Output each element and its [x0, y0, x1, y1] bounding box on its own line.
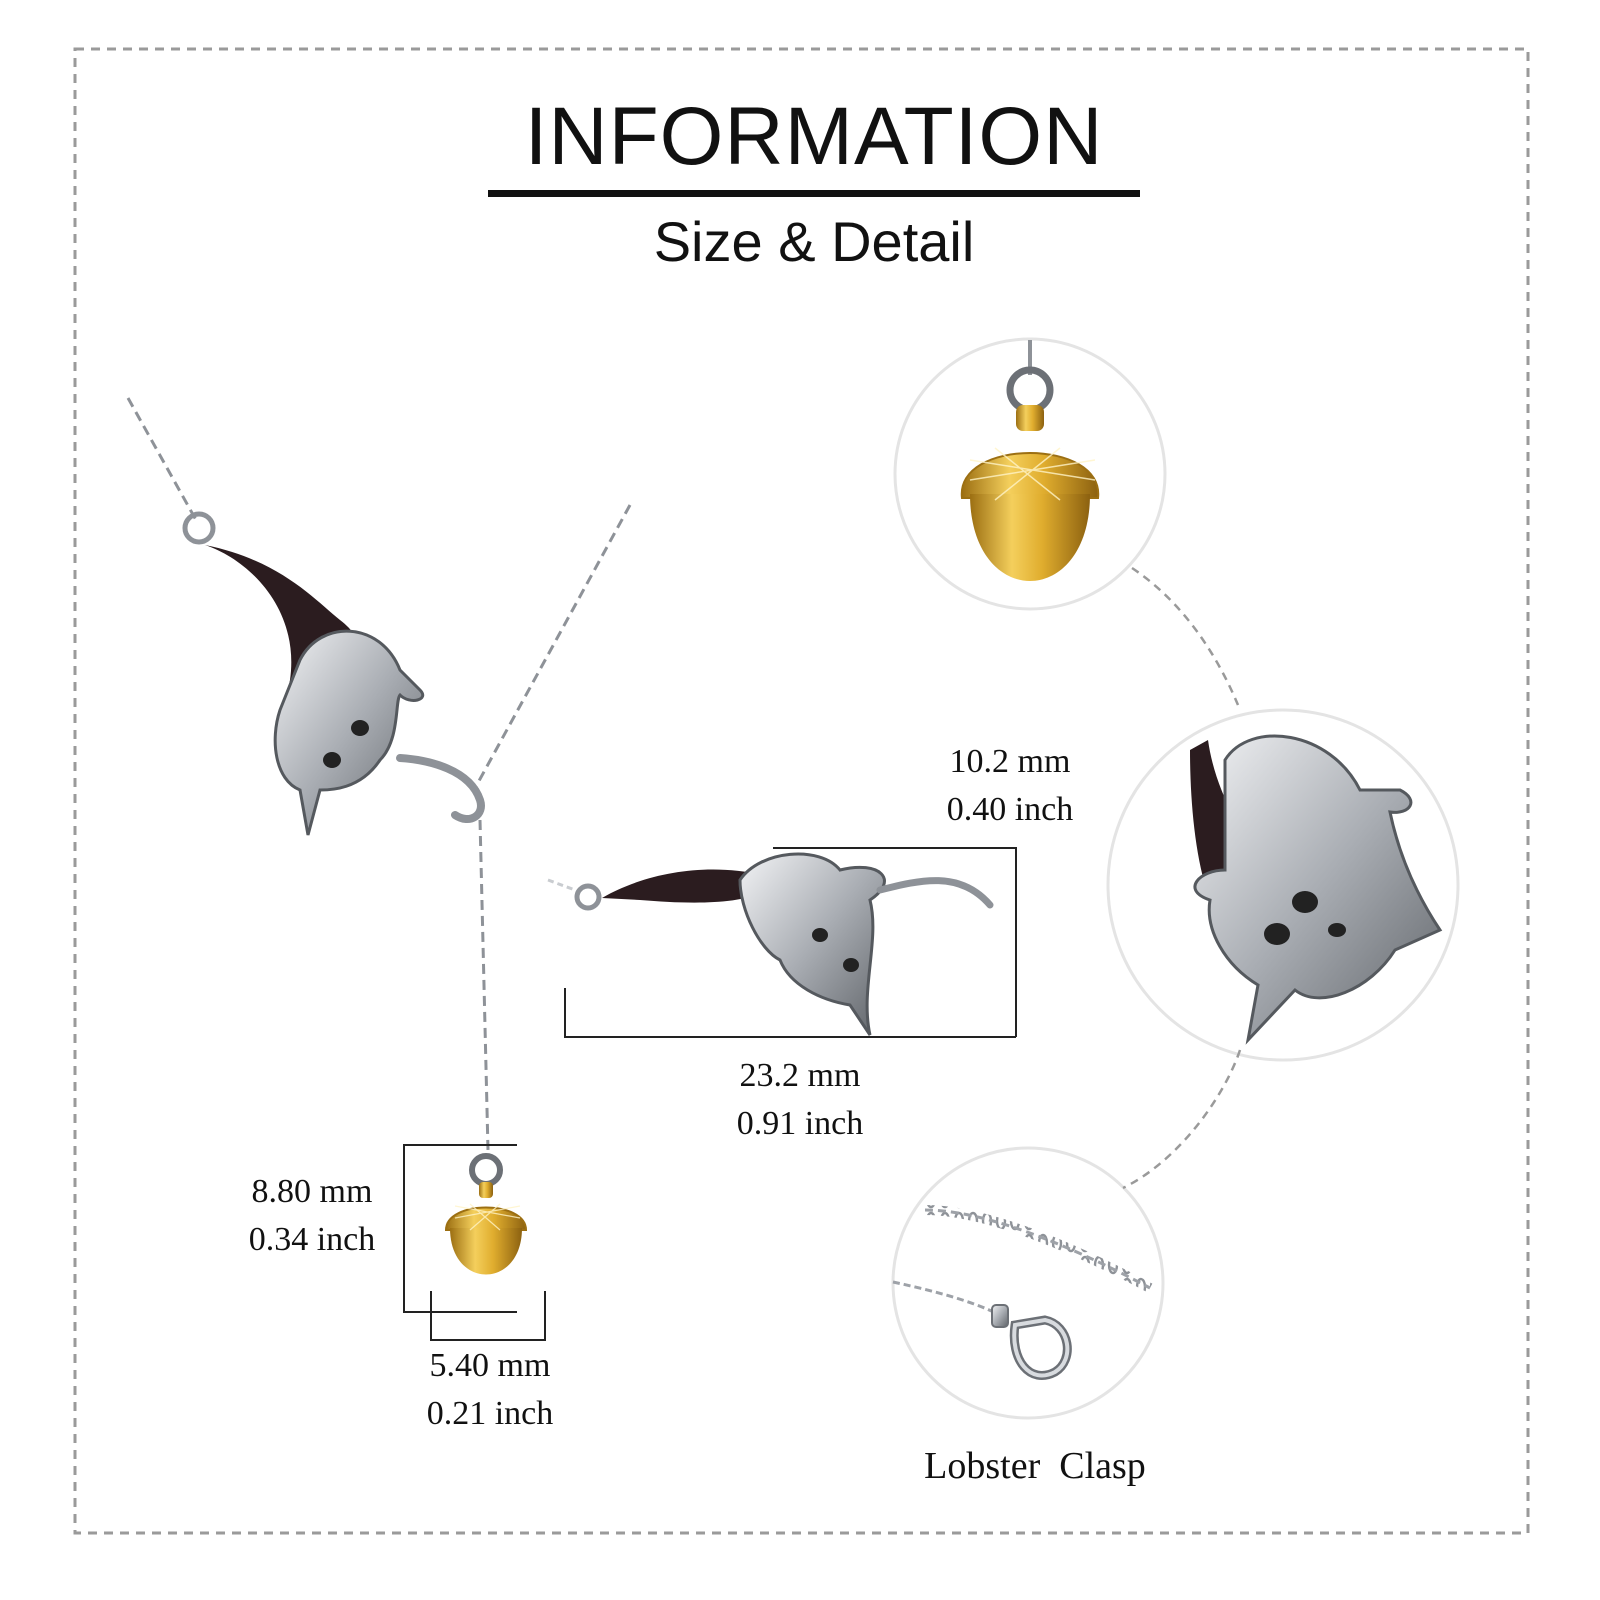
dashed-frame	[73, 47, 1530, 1535]
dashed-connectors	[1122, 566, 1242, 1190]
charm-width-mm: 23.2 mm	[739, 1057, 861, 1094]
acorn-pendant-icon	[444, 1153, 528, 1275]
charm-height-label: 10.2 mm 0.40 inch	[925, 738, 1095, 834]
charm-dimension-lines	[564, 847, 1017, 1038]
acorn-width-label: 5.40 mm 0.21 inch	[400, 1342, 580, 1438]
detail-circle-clasp	[891, 1146, 1165, 1420]
title-underline	[488, 190, 1140, 197]
acorn-width-mm: 5.40 mm	[429, 1347, 551, 1384]
acorn-height-mm: 8.80 mm	[251, 1173, 373, 1210]
squirrel-charm-icon	[182, 511, 485, 836]
detail-circle-acorn	[893, 337, 1167, 611]
detail-circle-squirrel	[1106, 708, 1460, 1062]
charm-height-inch: 0.40 inch	[946, 791, 1074, 828]
acorn-width-inch: 0.21 inch	[426, 1395, 554, 1432]
squirrel-charm-detail-icon	[547, 852, 994, 1036]
page-title: INFORMATION	[524, 91, 1104, 182]
clasp-label: Lobster Clasp	[924, 1445, 1146, 1487]
charm-width-label: 23.2 mm 0.91 inch	[710, 1052, 890, 1148]
chain-icon	[126, 397, 632, 1151]
acorn-height-inch: 0.34 inch	[248, 1221, 376, 1258]
charm-width-inch: 0.91 inch	[736, 1105, 864, 1142]
acorn-height-label: 8.80 mm 0.34 inch	[222, 1168, 402, 1264]
page-subtitle: Size & Detail	[653, 210, 975, 273]
lobster-clasp-icon	[991, 1304, 1072, 1380]
acorn-dimension-lines	[403, 1144, 546, 1341]
charm-height-mm: 10.2 mm	[949, 743, 1071, 780]
